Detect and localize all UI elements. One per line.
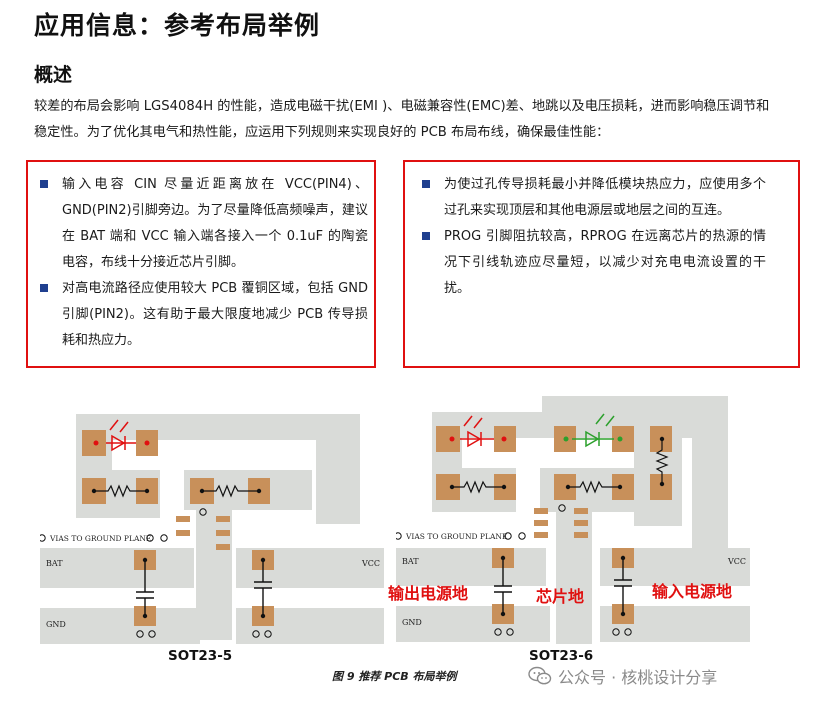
bullet-square-icon — [40, 284, 48, 292]
watermark-text: 公众号 · 核桃设计分享 — [558, 668, 718, 687]
list-item: 对高电流路径应使用较大 PCB 覆铜区域，包括 GND 引脚(PIN2)。这有助… — [34, 276, 368, 354]
figure-caption: 图 9 推荐 PCB 布局举例 — [332, 670, 457, 683]
vcc-label: VCC — [727, 557, 746, 566]
capacitor-icon — [136, 560, 272, 616]
bullet-text: 为使过孔传导损耗最小并降低模块热应力，应使用多个过孔来实现顶层和其他电源层或地层… — [444, 177, 766, 218]
vias-label: VIAS TO GROUND PLANE — [49, 534, 151, 543]
bat-label: BAT — [402, 557, 419, 566]
vcc-label: VCC — [361, 559, 380, 568]
via-icons — [396, 504, 632, 636]
chip-ground-label: 芯片地 — [536, 587, 585, 606]
bullet-text: 输入电容 CIN 尽量近距离放在 VCC(PIN4)、GND(PIN2)引脚旁边… — [62, 177, 368, 270]
led-icon — [106, 419, 136, 452]
left-rules-box — [26, 160, 376, 368]
bullet-text: PROG 引脚阻抗较高，RPROG 在远离芯片的热源的情况下引线轨迹应尽量短，以… — [444, 229, 766, 296]
list-item: 输入电容 CIN 尽量近距离放在 VCC(PIN4)、GND(PIN2)引脚旁边… — [34, 172, 368, 276]
pcb-layout-sot23-5: VIAS TO GROUND PLANE BAT VCC GND — [40, 414, 384, 644]
capacitor-icon — [494, 558, 632, 614]
sot23-6-label: SOT23-6 — [529, 648, 594, 664]
led-green-icon — [572, 413, 615, 448]
intro-paragraph: 较差的布局会影响 LGS4084H 的性能，造成电磁干扰(EMI )、电磁兼容性… — [34, 99, 770, 140]
resistor-icon — [94, 484, 259, 498]
right-bullet-list: 为使过孔传导损耗最小并降低模块热应力，应使用多个过孔来实现顶层和其他电源层或地层… — [416, 172, 766, 302]
input-ground-label: 输入电源地 — [652, 582, 733, 601]
led-icon — [460, 415, 494, 448]
bullet-square-icon — [422, 180, 430, 188]
resistor-icon — [452, 439, 669, 494]
bullet-square-icon — [422, 232, 430, 240]
pcb-layout-sot23-6: VIAS TO GROUND PLANE BAT VCC GND — [396, 396, 750, 644]
list-item: 为使过孔传导损耗最小并降低模块热应力，应使用多个过孔来实现顶层和其他电源层或地层… — [416, 172, 766, 224]
page-title: 应用信息：参考布局举例 — [34, 11, 321, 40]
output-ground-label: 输出电源地 — [388, 584, 469, 603]
sot23-5-label: SOT23-5 — [168, 648, 233, 664]
bullet-text: 对高电流路径应使用较大 PCB 覆铜区域，包括 GND 引脚(PIN2)。这有助… — [62, 281, 368, 348]
left-bullet-list: 输入电容 CIN 尽量近距离放在 VCC(PIN4)、GND(PIN2)引脚旁边… — [34, 172, 368, 354]
section-heading: 概述 — [34, 64, 73, 86]
right-rules-box — [403, 160, 800, 368]
watermark: 公众号 · 核桃设计分享 — [528, 664, 717, 688]
bullet-square-icon — [40, 180, 48, 188]
list-item: PROG 引脚阻抗较高，RPROG 在远离芯片的热源的情况下引线轨迹应尽量短，以… — [416, 224, 766, 302]
via-icons — [40, 508, 272, 638]
gnd-label: GND — [402, 618, 422, 627]
gnd-label: GND — [46, 620, 66, 629]
vias-label: VIAS TO GROUND PLANE — [405, 532, 507, 541]
wechat-icon — [528, 666, 552, 685]
bat-label: BAT — [46, 559, 63, 568]
